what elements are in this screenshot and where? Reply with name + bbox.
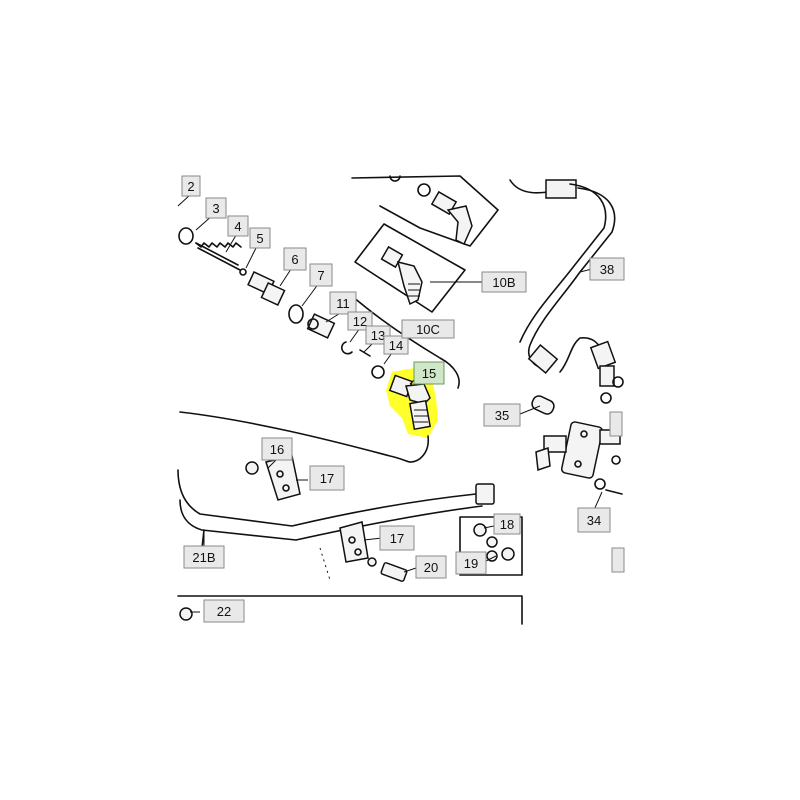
callout-label: 14 — [389, 338, 403, 353]
callout-4: 4 — [227, 215, 249, 237]
callout-label: 7 — [317, 268, 324, 283]
upper-box-assembly — [351, 175, 499, 247]
callout-19: 19 — [455, 551, 487, 575]
callout-label: 4 — [234, 219, 241, 234]
callout-label: 21B — [192, 550, 215, 565]
callout-label: 11 — [336, 296, 350, 311]
callout-17-upper: 17 — [309, 465, 345, 491]
callout-label: 6 — [291, 252, 298, 267]
callout-10b: 10B — [481, 271, 527, 293]
callout-21b: 21B — [183, 545, 225, 569]
callout-label: 19 — [464, 556, 478, 571]
callout-label: 17 — [390, 531, 404, 546]
hose-assembly-left — [178, 227, 460, 463]
callout-34: 34 — [577, 507, 611, 533]
callout-label: 18 — [500, 517, 514, 532]
callout-6: 6 — [283, 247, 307, 271]
callout-label: 12 — [353, 314, 367, 329]
callout-38: 38 — [589, 257, 625, 281]
callout-22: 22 — [203, 599, 245, 623]
callout-15: 15 — [413, 361, 445, 385]
callout-5: 5 — [249, 227, 271, 249]
callout-label: 2 — [187, 179, 194, 194]
fitting-part — [306, 313, 336, 339]
callout-label: 10B — [492, 275, 515, 290]
lower-pipe-assembly — [177, 411, 523, 625]
callout-label: 16 — [270, 442, 284, 457]
callout-14: 14 — [383, 335, 409, 355]
callout-16: 16 — [261, 437, 293, 461]
callout-label: 3 — [212, 201, 219, 216]
callout-17-lower: 17 — [379, 525, 415, 551]
callout-7: 7 — [309, 263, 333, 287]
callout-label: 17 — [320, 471, 334, 486]
callout-18: 18 — [493, 513, 521, 535]
callout-label: 13 — [371, 328, 385, 343]
fitting-box-10b — [354, 223, 482, 313]
callout-3: 3 — [205, 197, 227, 219]
callout-label: 38 — [600, 262, 614, 277]
callout-11: 11 — [329, 291, 357, 315]
callout-label: 5 — [256, 231, 263, 246]
callout-35: 35 — [483, 403, 521, 427]
fitting-part — [247, 271, 286, 307]
spring-part — [195, 242, 242, 271]
right-edge-fragments — [609, 376, 625, 573]
callout-label: 34 — [587, 513, 601, 528]
callout-10c: 10C — [401, 319, 455, 339]
callout-2: 2 — [181, 175, 201, 197]
callout-label: 35 — [495, 408, 509, 423]
callout-20: 20 — [415, 555, 447, 579]
callout-label: 15 — [422, 366, 436, 381]
callout-label: 10C — [416, 322, 440, 337]
callout-label: 22 — [217, 604, 231, 619]
callout-label: 20 — [424, 560, 438, 575]
pipe-assembly-right — [509, 179, 623, 495]
